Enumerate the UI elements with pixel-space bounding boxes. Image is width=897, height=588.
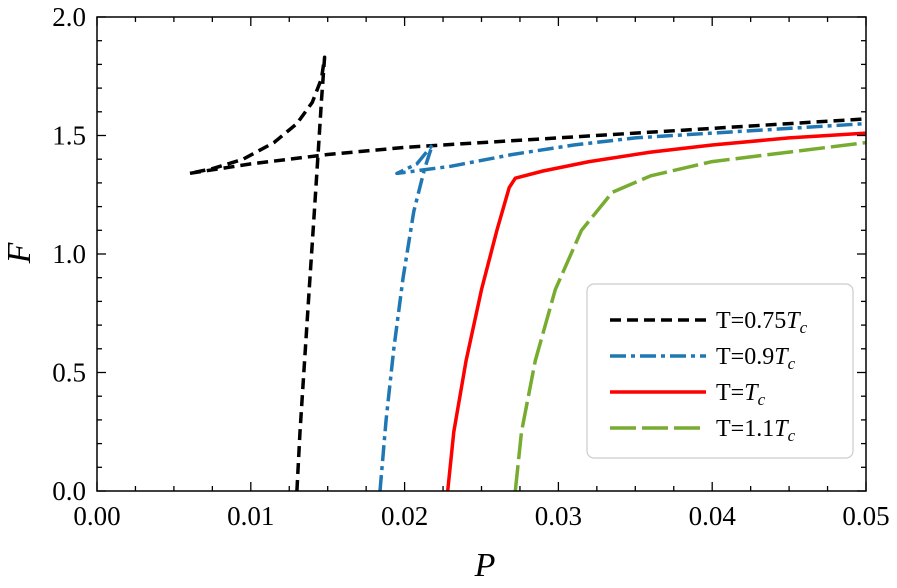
y-tick-label: 1.0 (52, 239, 86, 269)
y-tick-label: 0.5 (52, 358, 86, 388)
y-tick-label: 0.0 (52, 476, 86, 506)
x-tick-label: 0.01 (227, 501, 274, 531)
x-tick-label: 0.00 (73, 501, 120, 531)
axis-ticks (96, 16, 867, 492)
x-tick-label: 0.04 (689, 501, 737, 531)
legend-label-3: T=1.1Tc (716, 416, 796, 445)
x-tick-label: 0.05 (842, 501, 889, 531)
series-line-0 (187, 55, 867, 492)
legend-label-2: T=Tc (716, 380, 766, 409)
y-tick-label: 1.5 (52, 121, 86, 151)
y-axis-label: F (1, 241, 38, 264)
legend-label-0: T=0.75Tc (716, 308, 808, 337)
series-line-2 (445, 131, 867, 492)
x-tick-label: 0.02 (381, 501, 428, 531)
series-line-3 (513, 140, 867, 492)
x-axis-label: P (474, 547, 496, 584)
legend-label-1: T=0.9Tc (716, 344, 796, 373)
plot-lines (187, 55, 867, 492)
tick-labels: 0.00 0.01 0.02 0.03 0.04 0.05 0.0 0.5 1.0 1.5 2.0 (52, 2, 889, 531)
legend-box (586, 283, 854, 459)
x-tick-label: 0.03 (535, 501, 582, 531)
y-tick-label: 2.0 (52, 2, 86, 32)
